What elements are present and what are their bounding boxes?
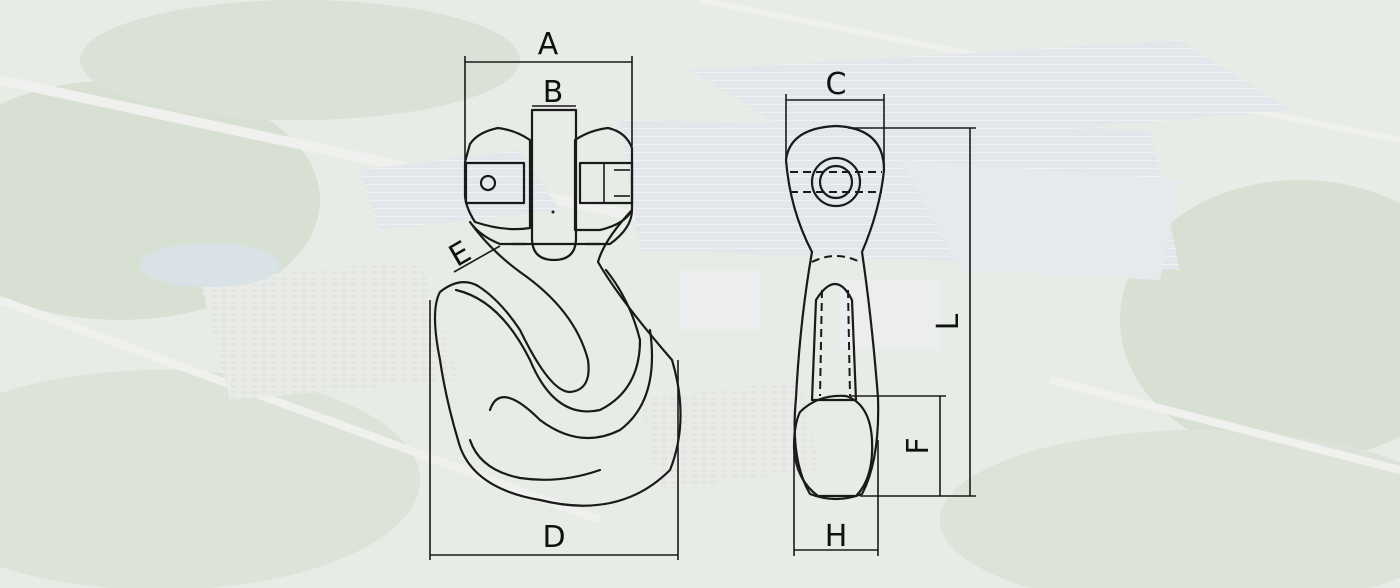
- side-view-outline: [784, 124, 886, 501]
- pin-boss-left: [464, 161, 526, 205]
- clevis-left-section: [463, 126, 532, 231]
- dim-label-l: L: [931, 313, 966, 330]
- dim-label-a: A: [538, 27, 559, 62]
- side-view-hook: [784, 124, 886, 501]
- pin-boss-right: [578, 161, 634, 205]
- pin-hole: [479, 174, 497, 192]
- dim-label-c: C: [826, 67, 847, 102]
- side-view-section: [792, 394, 874, 498]
- dim-label-d: D: [542, 520, 565, 555]
- dim-label-b: B: [543, 75, 564, 110]
- eye-outer: [810, 156, 862, 208]
- front-view-hook: [433, 108, 682, 507]
- hook-body: [433, 208, 682, 507]
- clevis-right-section: [573, 126, 634, 232]
- hook-tongue: [530, 108, 578, 262]
- side-view-dimensions: [785, 94, 976, 556]
- front-view-dimensions: [429, 56, 679, 560]
- eye-inner: [818, 164, 854, 200]
- dim-label-f: F: [901, 437, 936, 454]
- dim-label-e: E: [443, 235, 477, 275]
- dim-label-h: H: [825, 519, 848, 554]
